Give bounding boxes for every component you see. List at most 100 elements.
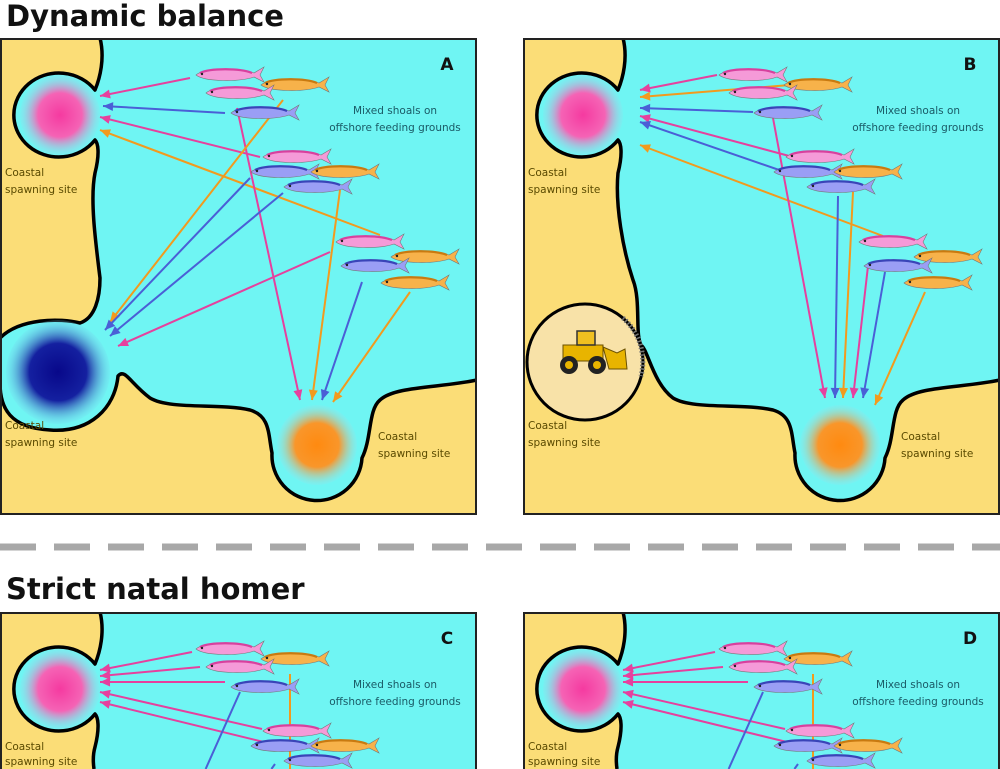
arrow-icon bbox=[100, 700, 111, 709]
fish-icon bbox=[205, 658, 275, 675]
fish-icon bbox=[785, 722, 855, 739]
arrow-shaft bbox=[109, 99, 284, 323]
fish-icon bbox=[262, 148, 332, 165]
fish-eye bbox=[723, 72, 727, 76]
bulldozer-cab bbox=[576, 330, 596, 346]
migration-arrow-blue bbox=[104, 177, 251, 331]
arrow-shaft bbox=[639, 115, 794, 158]
arrow-icon bbox=[839, 387, 848, 398]
arrow-shaft bbox=[99, 691, 263, 730]
shoals-label-line2: offshore feeding grounds bbox=[329, 696, 461, 708]
arrow-shaft bbox=[622, 701, 796, 745]
fish-icon bbox=[785, 148, 855, 165]
fish-back bbox=[384, 276, 438, 283]
fish-icon bbox=[260, 76, 330, 93]
arrow-shaft bbox=[727, 691, 764, 769]
arrow-shaft bbox=[793, 763, 799, 769]
migration-arrow-pink bbox=[236, 107, 303, 401]
arrow-shaft bbox=[109, 192, 284, 337]
arrow-icon bbox=[100, 115, 111, 124]
panel-letter: D bbox=[963, 629, 977, 649]
migration-arrow-blue bbox=[727, 691, 764, 769]
fish-icon bbox=[718, 640, 788, 657]
arrow-shaft bbox=[772, 117, 826, 399]
migration-arrow-pink bbox=[772, 117, 828, 399]
fish-back bbox=[722, 642, 776, 649]
fish-eye bbox=[788, 656, 792, 660]
migration-arrow-pink bbox=[99, 77, 191, 99]
fish-icon bbox=[260, 650, 330, 667]
migration-arrow-pink bbox=[622, 700, 796, 745]
fish-eye bbox=[778, 743, 782, 747]
fish-icon bbox=[718, 66, 788, 83]
arrow-shaft bbox=[99, 129, 381, 236]
fish-back bbox=[344, 259, 398, 266]
arrow-icon bbox=[874, 394, 884, 405]
fish-back bbox=[837, 165, 891, 172]
fish-back bbox=[722, 68, 776, 75]
spawning-site-pink bbox=[543, 75, 623, 155]
arrow-icon bbox=[623, 677, 634, 687]
fish-eye bbox=[838, 743, 842, 747]
fish-eye bbox=[395, 254, 399, 258]
coastline bbox=[535, 612, 627, 769]
spawning-site-navy bbox=[6, 320, 110, 424]
fish-eye bbox=[758, 110, 762, 114]
migration-arrow-pink bbox=[99, 689, 263, 730]
arrow-shaft bbox=[834, 195, 839, 399]
fish-icon bbox=[753, 678, 823, 695]
fish-icon bbox=[195, 66, 265, 83]
fish-back bbox=[777, 165, 831, 172]
fish-eye bbox=[868, 263, 872, 267]
fish-icon bbox=[340, 257, 410, 274]
site-label-line1: Coastal bbox=[528, 741, 567, 753]
fish-back bbox=[862, 235, 916, 242]
fish-icon bbox=[783, 650, 853, 667]
migration-arrow-pink bbox=[622, 651, 716, 673]
migration-arrow-orange bbox=[639, 144, 884, 237]
arrow-shaft bbox=[204, 691, 241, 769]
arrow-shaft bbox=[622, 666, 724, 677]
fish-back bbox=[254, 739, 308, 746]
fish-back bbox=[264, 652, 318, 659]
fish-back bbox=[339, 235, 393, 242]
migration-arrow-pink bbox=[849, 265, 869, 399]
arrow-icon bbox=[640, 83, 651, 93]
migration-arrow-pink bbox=[99, 651, 193, 673]
fish-eye bbox=[345, 263, 349, 267]
fish-eye bbox=[811, 184, 815, 188]
arrow-shaft bbox=[102, 105, 226, 114]
arrow-shaft bbox=[236, 107, 301, 401]
migration-arrow-pink bbox=[100, 677, 225, 687]
fish-icon bbox=[806, 752, 876, 769]
fish-eye bbox=[733, 664, 737, 668]
fish-icon bbox=[205, 84, 275, 101]
shoals-label-line1: Mixed shoals on bbox=[876, 105, 960, 117]
fish-back bbox=[287, 180, 341, 187]
bulldozer-hub bbox=[593, 361, 601, 369]
site-label-line1: Coastal bbox=[5, 167, 44, 179]
fish-eye bbox=[918, 254, 922, 258]
fish-icon bbox=[380, 274, 450, 291]
fish-back bbox=[199, 642, 253, 649]
migration-arrow-blue bbox=[109, 192, 284, 337]
site-label-line2: spawning site bbox=[5, 756, 77, 768]
migration-arrow-orange bbox=[308, 189, 341, 401]
panel-letter: C bbox=[441, 629, 453, 649]
fish-back bbox=[732, 86, 786, 93]
panel-border bbox=[0, 612, 477, 769]
fish-back bbox=[394, 250, 448, 257]
site-label-line1: Coastal bbox=[528, 420, 567, 432]
fish-icon bbox=[262, 722, 332, 739]
fish-eye bbox=[200, 646, 204, 650]
arrow-icon bbox=[293, 389, 303, 400]
arrow-shaft bbox=[332, 291, 411, 403]
fish-icon bbox=[230, 104, 300, 121]
shoals-label-line2: offshore feeding grounds bbox=[852, 696, 984, 708]
arrow-icon bbox=[100, 129, 111, 138]
